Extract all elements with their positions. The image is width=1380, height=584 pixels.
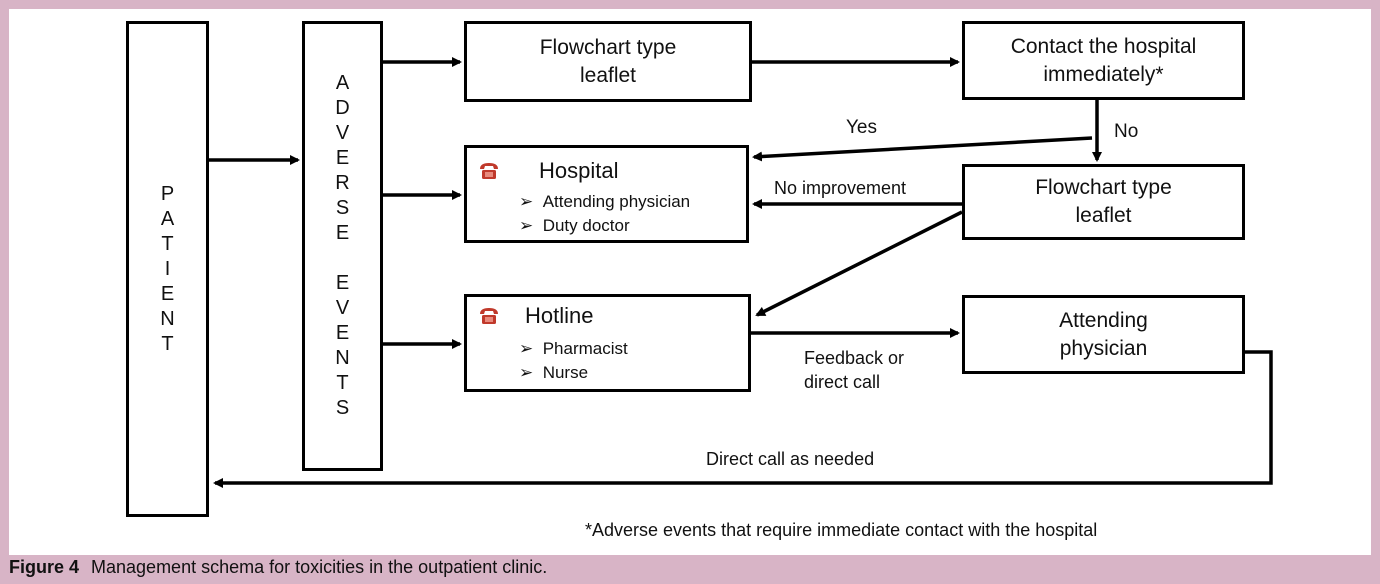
caption-text: Management schema for toxicities in the … [91,557,548,577]
arrow-attending-to-patient [213,350,1273,488]
contact-hospital-label: Contact the hospital immediately* [1010,34,1197,86]
bullet-arrow-icon: ➢ [519,192,534,211]
adverse-events-label: A D V E R S E E V E N T S [335,72,350,419]
hotline-box: Hotline ➢ Pharmacist ➢ Nurse [464,294,751,392]
feedback-label: Feedback or direct call [804,348,905,392]
contact-hospital-box: Contact the hospital immediately* [962,21,1245,100]
hospital-item: ➢ Attending physician [519,192,690,212]
arrow-leaflet-to-hotline [755,210,963,317]
hotline-item: ➢ Pharmacist [519,339,628,359]
hotline-item-label: Nurse [542,363,589,382]
figure-caption: Figure 4 Management schema for toxicities… [9,557,547,578]
no-label: No [1114,121,1139,142]
hospital-title: Hospital [539,158,619,183]
yes-label: Yes [846,117,877,138]
hospital-box: Hospital ➢ Attending physician ➢ Duty do… [464,145,749,243]
hotline-item: ➢ Nurse [519,363,588,383]
flowchart-leaflet-mid-label: Flowchart type leaflet [1035,176,1172,227]
caption-label: Figure 4 [9,557,80,577]
bullet-arrow-icon: ➢ [519,363,534,382]
direct-call-label: Direct call as needed [706,449,875,469]
no-improvement-label: No improvement [774,178,907,198]
footnote: *Adverse events that require immediate c… [585,520,1098,540]
hospital-item: ➢ Duty doctor [519,216,630,236]
flowchart-leaflet-box-top: Flowchart type leaflet [464,21,752,102]
adverse-events-box: A D V E R S E E V E N T S [302,21,383,471]
flowchart-leaflet-top-label: Flowchart type leaflet [539,35,677,87]
flowchart-leaflet-box-mid: Flowchart type leaflet [962,164,1245,240]
attending-physician-box: Attending physician [962,295,1245,374]
attending-physician-label: Attending physician [1059,308,1148,360]
hospital-item-label: Duty doctor [542,216,630,235]
bullet-arrow-icon: ➢ [519,339,534,358]
hotline-item-label: Pharmacist [542,339,628,358]
telephone-icon [480,308,498,324]
hospital-item-label: Attending physician [542,192,691,211]
hotline-title: Hotline [525,303,594,328]
arrow-contact-to-hospital-yes [752,136,1093,162]
patient-box: P A T I E N T [126,21,209,517]
bullet-arrow-icon: ➢ [519,216,534,235]
patient-label: P A T I E N T [160,182,175,355]
telephone-icon [480,163,498,179]
